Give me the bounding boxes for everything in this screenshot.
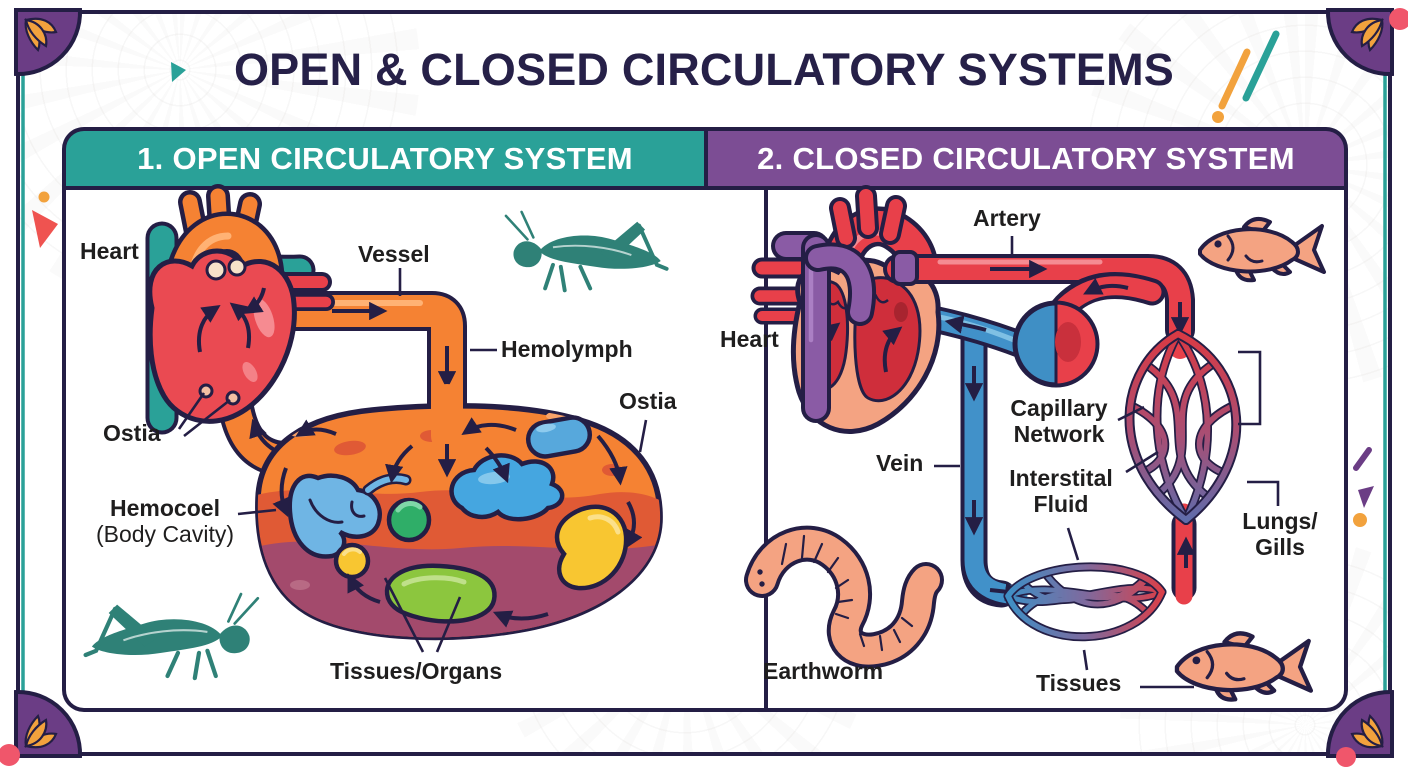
label-tissues: Tissues [1036,670,1122,696]
label-lungs-line2: Gills [1255,533,1305,560]
label-ostia-heart: Ostia [103,420,161,446]
label-capillary-line1: Capillary [1010,395,1108,421]
label-closed-heart: Heart [720,326,779,352]
label-fluid-line1: Interstital [1009,465,1113,491]
pink-dot-icon [1389,8,1408,30]
comparison-panels: 1. OPEN CIRCULATORY SYSTEM 2. CLOSED CIR… [62,127,1348,712]
label-body-cavity: (Body Cavity) [95,520,235,547]
label-vessel: Vessel [358,241,430,267]
label-vein: Vein [876,450,924,476]
label-capillary-network: Capillary Network [1000,395,1118,447]
label-tissues-organs: Tissues/Organs [330,658,503,684]
label-hemocoel-title: Hemocoel [110,495,220,521]
closed-system-header: 2. CLOSED CIRCULATORY SYSTEM [706,127,1348,190]
label-lungs-gills: Lungs/ Gills [1228,508,1332,560]
label-artery: Artery [973,205,1041,231]
label-interstitial-fluid: Interstital Fluid [1002,465,1120,517]
label-earthworm: Earthworm [763,658,884,684]
label-capillary-line2: Network [1013,420,1105,447]
label-fluid-line2: Fluid [1033,490,1089,517]
label-open-heart: Heart [80,238,139,264]
label-hemolymph: Hemolymph [501,336,633,362]
pink-dot-icon [0,744,20,766]
label-lungs-line1: Lungs/ [1242,508,1318,534]
label-ostia-cavity: Ostia [619,388,677,414]
label-hemocoel: Hemocoel (Body Cavity) [65,495,265,547]
panel-divider [764,190,768,710]
open-system-header: 1. OPEN CIRCULATORY SYSTEM [62,127,706,190]
panel-body [62,190,1348,712]
page-title: OPEN & CLOSED CIRCULATORY SYSTEMS [233,44,1175,95]
